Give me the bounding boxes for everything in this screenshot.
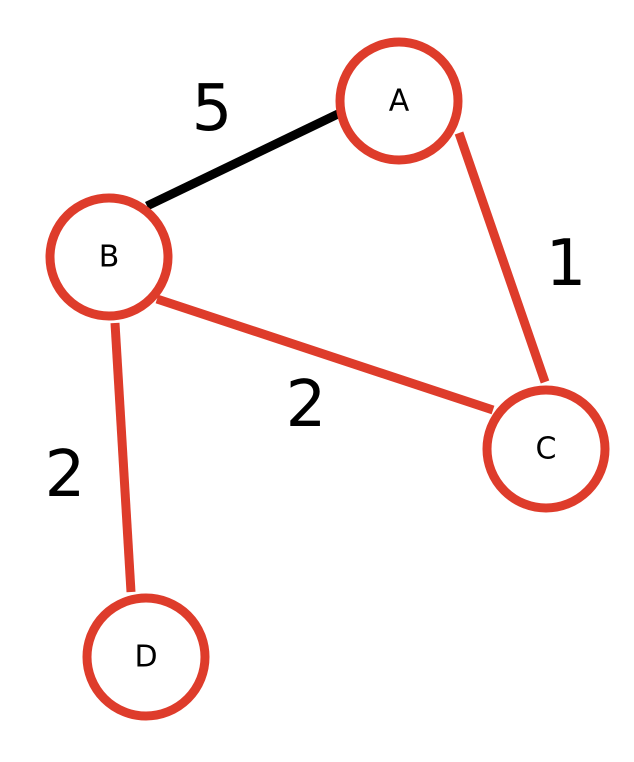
node-d-label: D bbox=[134, 640, 157, 675]
edge-b-d bbox=[110, 322, 136, 593]
node-c-label: C bbox=[536, 432, 557, 467]
node-d-circle bbox=[82, 593, 210, 721]
node-d: D bbox=[82, 593, 210, 721]
edge-weight-b-c: 2 bbox=[286, 368, 327, 442]
edge-a-c bbox=[454, 131, 550, 384]
node-b-circle bbox=[45, 193, 173, 321]
node-c-circle bbox=[482, 385, 610, 513]
node-a-circle bbox=[335, 37, 463, 165]
edge-b-c bbox=[155, 294, 495, 415]
edge-weight-a-c: 1 bbox=[546, 227, 587, 301]
node-b-label: B bbox=[99, 240, 120, 275]
edge-a-b bbox=[145, 108, 342, 211]
node-a-label: A bbox=[389, 84, 410, 119]
edge-weight-a-b: 5 bbox=[192, 72, 233, 146]
node-a: A bbox=[335, 37, 463, 165]
edge-weight-b-d: 2 bbox=[45, 438, 86, 512]
node-c: C bbox=[482, 385, 610, 513]
node-b: B bbox=[45, 193, 173, 321]
